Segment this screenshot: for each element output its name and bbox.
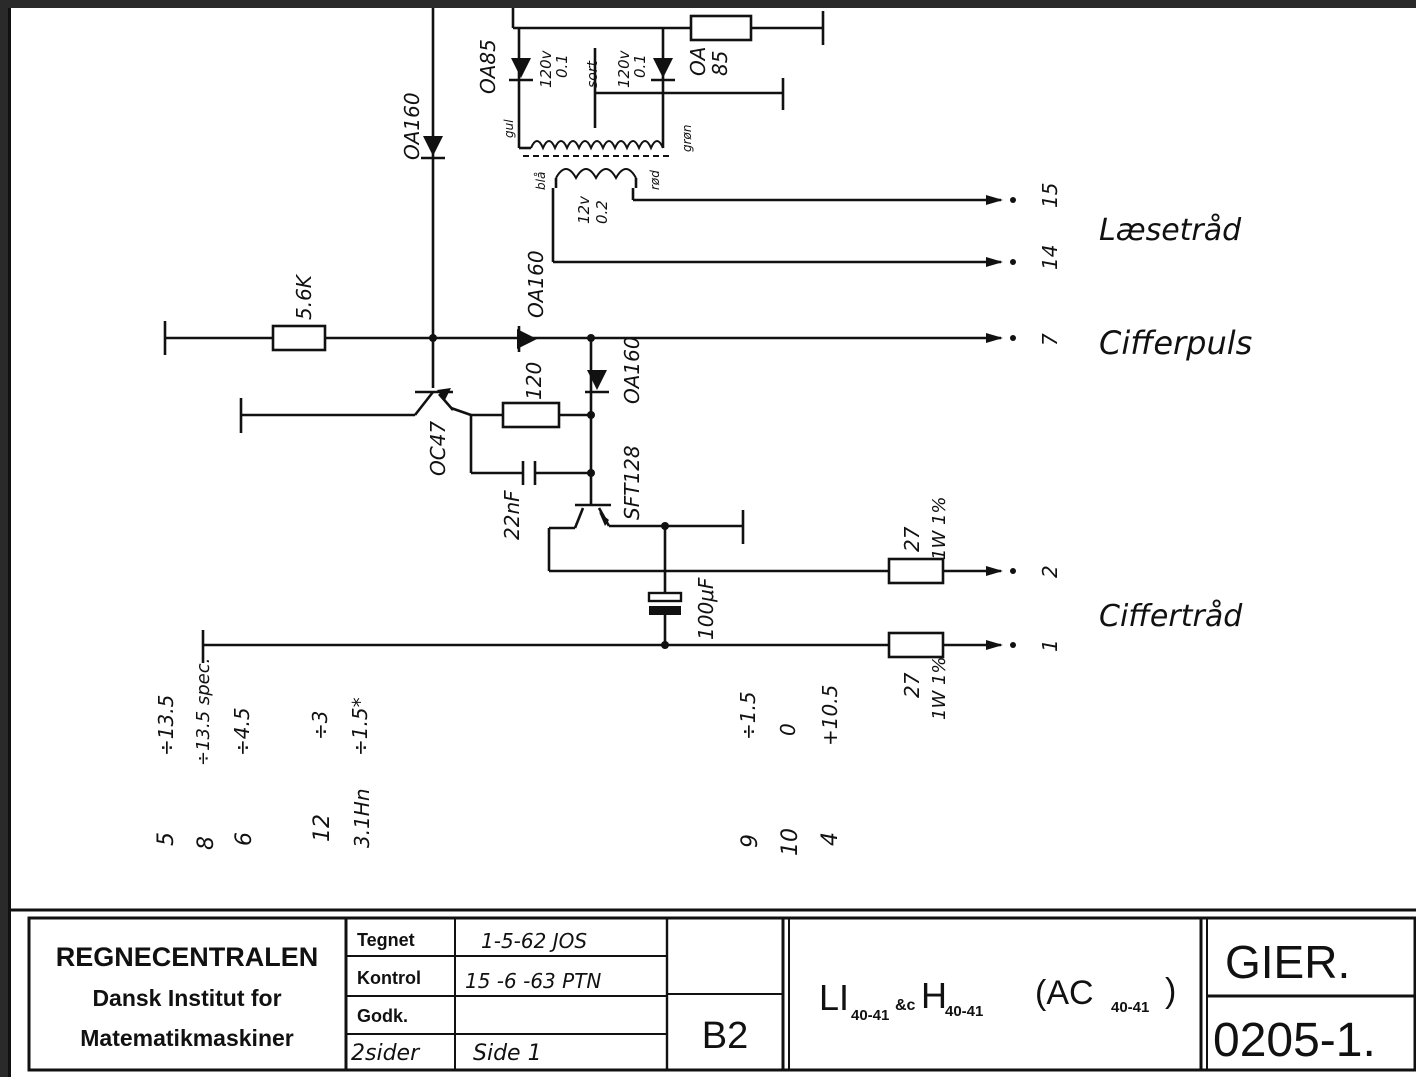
component-labels: OA160 5.6K OA160 120 OA160 OC47 SFT128 2… (292, 39, 950, 720)
project-name: GIER. (1225, 936, 1350, 988)
terminal-1: 1 (1038, 639, 1062, 652)
supply-table: ÷13.5 ÷13.5 spec. ÷4.5 ÷3 ÷1.5* ÷1.5 0 +… (154, 658, 843, 856)
terminal-14: 14 (1038, 245, 1062, 270)
label-27b-value: 27 (900, 672, 924, 698)
resistor-120 (501, 401, 561, 429)
drawing-number: 0205-1. (1213, 1014, 1376, 1067)
resistor-56k (271, 324, 327, 352)
resistor-top (689, 14, 753, 42)
label-22nf: 22nF (500, 490, 524, 540)
title-ac-sub: 40-41 (1111, 999, 1149, 1016)
label-sec2-volt: 120v (615, 49, 633, 88)
supply-pin-7: 10 (778, 828, 803, 856)
label-oa160-right: OA160 (620, 336, 644, 404)
title-block: REGNECENTRALEN Dansk Institut for Matema… (11, 908, 1416, 1072)
label-pri-volt: 12v (575, 195, 593, 224)
terminal-arrows (986, 195, 1016, 650)
supply-pin-8: 4 (818, 832, 843, 846)
label-oa85-left: OA85 (476, 39, 500, 94)
diode-oa85-left-icon (511, 58, 531, 78)
kontrol-value: 15 -6 -63 PTN (465, 969, 601, 993)
diode-oa85-right-icon (653, 58, 673, 78)
title-h: H (921, 975, 947, 1016)
diodes (421, 58, 675, 394)
terminal-7: 7 (1038, 333, 1062, 346)
supply-voltage-5: ÷1.5* (348, 697, 372, 756)
diode-oa160-mid-icon (517, 329, 537, 349)
sider-label: 2sider (351, 1041, 421, 1066)
label-oa160-mid: OA160 (524, 250, 548, 318)
supply-voltage-3: ÷4.5 (230, 707, 254, 756)
wiring (163, 8, 1001, 663)
label-wire-sort: sort (585, 60, 601, 88)
title-li-sub: 40-41 (851, 1007, 889, 1024)
signal-ciffertraad: Ciffertråd (1099, 599, 1243, 634)
label-27a-rating: 1W 1% (929, 496, 950, 560)
label-wire-gul: gul (502, 119, 516, 138)
label-oa160-top: OA160 (400, 92, 424, 160)
supply-pin-3: 6 (232, 832, 257, 846)
transformer (523, 140, 669, 188)
resistor-27-b (887, 631, 945, 659)
label-sec2-amp: 0.1 (631, 54, 649, 78)
title-and: &c (895, 997, 916, 1014)
resistors (271, 14, 945, 659)
tegnet-value: 1-5-62 JOS (481, 929, 587, 953)
label-56k: 5.6K (292, 273, 316, 320)
label-wire-bla: blå (534, 172, 548, 190)
label-oc47: OC47 (426, 421, 450, 476)
supply-voltage-4: ÷3 (308, 711, 332, 740)
terminal-15: 15 (1038, 183, 1062, 208)
kontrol-label: Kontrol (357, 968, 421, 988)
supply-voltage-6: ÷1.5 (736, 691, 760, 740)
supply-pin-4: 12 (310, 814, 335, 842)
capacitors (521, 461, 683, 615)
supply-voltage-7: 0 (776, 723, 800, 736)
supply-pin-2: 8 (194, 836, 219, 850)
label-oa85-right-2: 85 (708, 51, 732, 76)
label-sft128: SFT128 (620, 445, 644, 520)
side-value: Side 1 (473, 1041, 542, 1066)
label-sec1-amp: 0.1 (553, 54, 571, 78)
terminal-2: 2 (1038, 565, 1062, 578)
company-subtitle-1: Dansk Institut for (92, 985, 281, 1011)
supply-voltage-2: ÷13.5 spec. (193, 658, 214, 766)
label-oa85-right-1: OA (686, 47, 710, 76)
tegnet-label: Tegnet (357, 930, 415, 950)
supply-pin-5: 3.1Hn (350, 788, 374, 848)
title-h-sub: 40-41 (945, 1003, 983, 1020)
signal-laesetraad: Læsetråd (1099, 213, 1242, 248)
godk-label: Godk. (357, 1006, 408, 1026)
label-sec1-volt: 120v (537, 49, 555, 88)
label-wire-rod: rød (648, 170, 662, 190)
sheet-code: B2 (702, 1015, 748, 1057)
supply-voltage-1: ÷13.5 (154, 695, 178, 756)
diode-oa160-top-icon (423, 136, 443, 156)
signal-cifferpuls: Cifferpuls (1099, 324, 1252, 362)
label-100uf: 100μF (694, 577, 718, 640)
supply-pin-6: 9 (738, 834, 763, 848)
title-ac: (AC (1035, 974, 1094, 1012)
terminal-numbers: 15 14 7 2 1 (1038, 183, 1062, 652)
signal-labels: Læsetråd Cifferpuls Ciffertråd (1099, 213, 1252, 634)
label-pri-amp: 0.2 (593, 200, 611, 224)
diode-oa160-right-icon (587, 370, 607, 390)
company-subtitle-2: Matematikmaskiner (80, 1025, 294, 1051)
resistor-27-a (887, 557, 945, 585)
schematic-diagram: OA160 5.6K OA160 120 OA160 OC47 SFT128 2… (11, 8, 1416, 1072)
title-li: LI (819, 977, 849, 1018)
transistor-oc47 (413, 388, 454, 416)
label-27b-rating: 1W 1% (929, 656, 950, 720)
transistor-sft128 (573, 498, 611, 529)
supply-voltage-8: +10.5 (818, 685, 842, 746)
company-name: REGNECENTRALEN (56, 942, 319, 972)
label-120: 120 (522, 362, 546, 400)
title-close: ) (1165, 972, 1176, 1010)
drawing-sheet: OA160 5.6K OA160 120 OA160 OC47 SFT128 2… (8, 8, 1416, 1077)
label-27a-value: 27 (900, 526, 924, 552)
label-wire-gron: grøn (680, 125, 694, 153)
supply-pin-1: 5 (154, 832, 179, 846)
